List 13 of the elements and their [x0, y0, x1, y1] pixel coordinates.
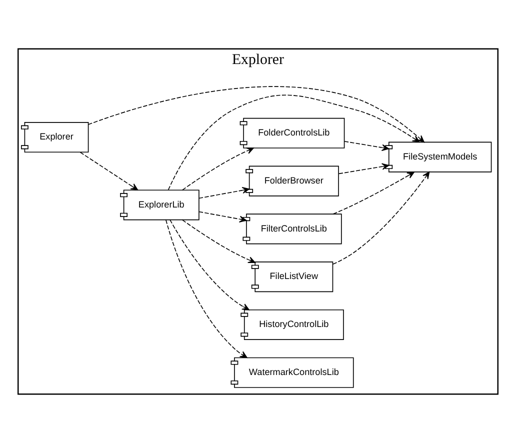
arrow — [344, 140, 390, 151]
arrow — [182, 148, 254, 190]
arrow — [88, 86, 424, 143]
arrow — [198, 211, 247, 223]
arrow — [80, 152, 138, 190]
arrow — [166, 220, 248, 358]
arrow — [332, 172, 415, 214]
arrow — [168, 94, 420, 190]
arrow — [332, 172, 430, 265]
arrow — [170, 220, 250, 310]
arrow — [338, 163, 390, 174]
arrow — [182, 220, 256, 264]
arrow — [198, 186, 250, 199]
